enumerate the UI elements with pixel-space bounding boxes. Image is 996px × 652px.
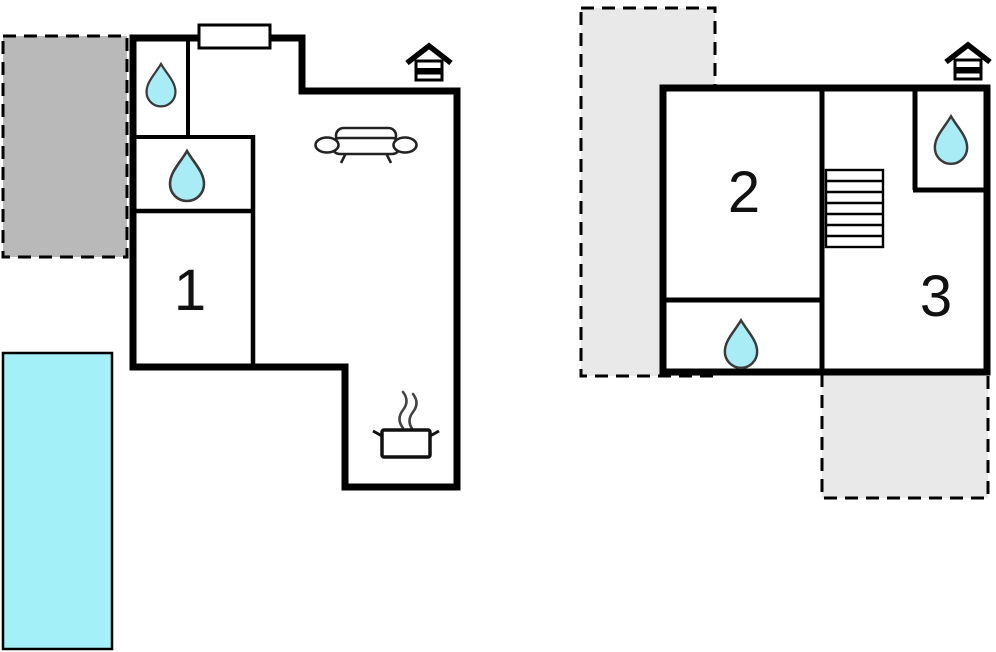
water-drop-icon (168, 148, 206, 203)
house-band (955, 67, 981, 74)
sofa-armrest (392, 136, 418, 154)
patio-area-bottom (820, 372, 990, 500)
steam-line (408, 392, 418, 432)
ground-floor: 1 (1, 23, 461, 651)
water-drop-icon (145, 61, 177, 108)
house-marker-icon (405, 42, 453, 82)
house-roof (405, 42, 453, 66)
room-1-label: 1 (174, 258, 206, 323)
window (197, 23, 272, 50)
stairs-outline (824, 168, 885, 249)
stairs-icon (824, 168, 885, 249)
pot-body (380, 428, 432, 459)
upper-floor: 2 3 (579, 6, 992, 500)
sofa-seat (330, 136, 402, 156)
house-roof (944, 41, 992, 65)
pool-area (1, 351, 114, 651)
sofa-armrest (314, 136, 340, 154)
steam-line (398, 390, 408, 430)
house-marker-icon (944, 41, 992, 81)
cooker-icon (372, 390, 440, 459)
terrace-area (1, 34, 129, 259)
water-drop-icon (933, 113, 969, 166)
sofa-icon (314, 126, 418, 164)
room-3-label: 3 (920, 264, 952, 329)
house-band (416, 68, 442, 75)
water-drop-icon (723, 317, 759, 370)
room-2-label: 2 (728, 160, 760, 225)
